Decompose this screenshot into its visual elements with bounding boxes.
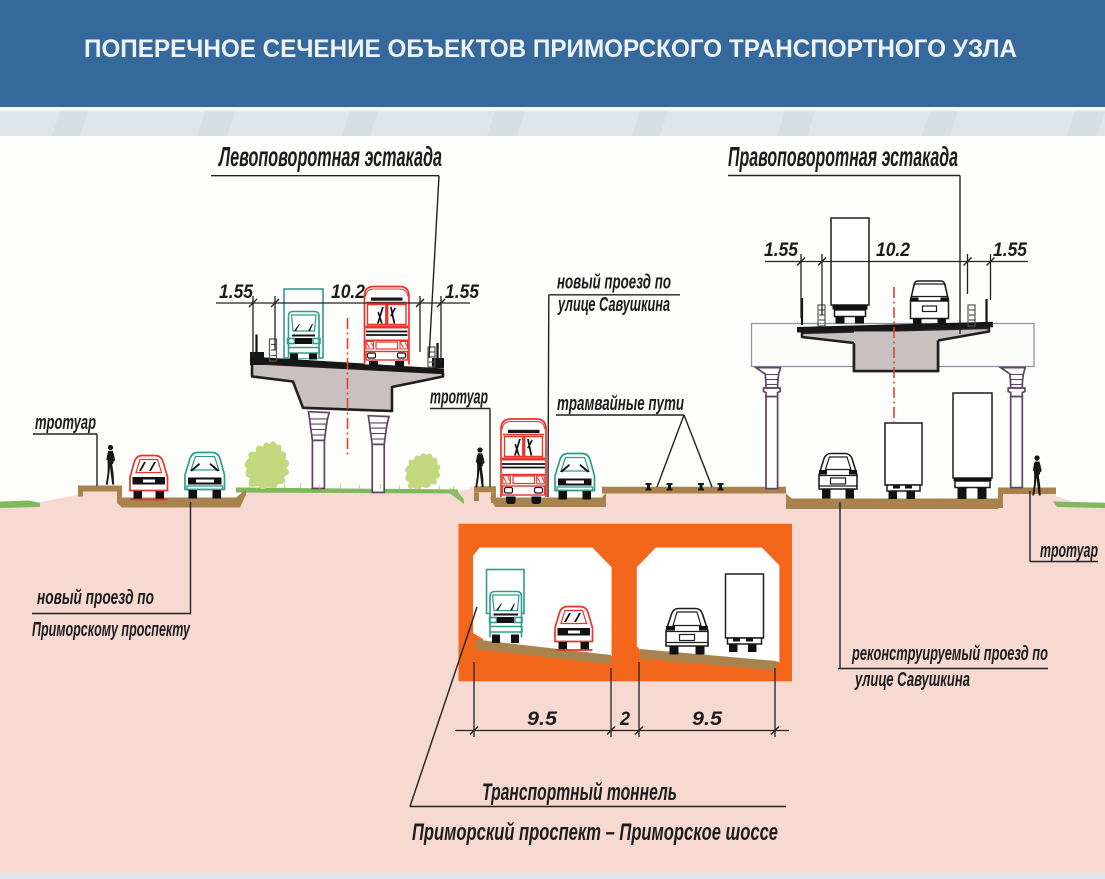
svg-text:Приморский проспект – Приморск: Приморский проспект – Приморское шоссе [412, 819, 778, 846]
svg-text:Транспортный тоннель: Транспортный тоннель [482, 779, 677, 806]
svg-text:Левоповоротная эстакада: Левоповоротная эстакада [218, 141, 442, 172]
svg-text:тротуар: тротуар [1040, 540, 1098, 562]
svg-text:1.55: 1.55 [445, 282, 479, 303]
svg-text:Правоповоротная эстакада: Правоповоротная эстакада [728, 141, 958, 172]
svg-text:ПОПЕРЕЧНОЕ СЕЧЕНИЕ ОБЪЕКТОВ ПР: ПОПЕРЕЧНОЕ СЕЧЕНИЕ ОБЪЕКТОВ ПРИМОРСКОГО … [84, 35, 1017, 63]
svg-text:тротуар: тротуар [430, 387, 488, 409]
svg-text:1.55: 1.55 [764, 240, 798, 261]
svg-text:новый проезд по: новый проезд по [557, 272, 671, 294]
svg-text:Приморскому проспекту: Приморскому проспекту [32, 619, 191, 641]
svg-text:1.55: 1.55 [993, 240, 1027, 261]
svg-text:улице Савушкина: улице Савушкина [854, 669, 970, 691]
svg-text:тротуар: тротуар [35, 412, 96, 434]
svg-text:2: 2 [619, 709, 630, 730]
svg-text:новый проезд по: новый проезд по [37, 587, 154, 609]
svg-text:10.2: 10.2 [876, 240, 910, 261]
svg-text:улице Савушкина: улице Савушкина [557, 294, 670, 316]
svg-text:9.5: 9.5 [692, 709, 722, 730]
svg-text:реконструируемый проезд по: реконструируемый проезд по [851, 643, 1048, 665]
svg-text:1.55: 1.55 [219, 282, 253, 303]
svg-text:9.5: 9.5 [527, 709, 557, 730]
svg-text:трамвайные пути: трамвайные пути [557, 393, 684, 415]
svg-text:10.2: 10.2 [331, 282, 365, 303]
